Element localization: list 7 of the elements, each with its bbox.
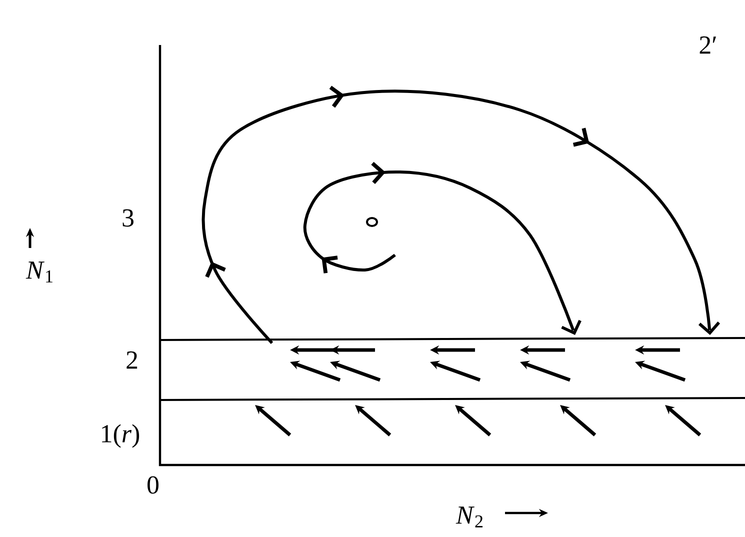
tick-label: 2 — [126, 351, 138, 369]
tick-label: 0 — [148, 476, 158, 494]
panel-label: 2′ — [700, 36, 716, 54]
tick-label: 1(r) — [102, 424, 140, 448]
axis-label: N$_{1}$ — [26, 262, 52, 282]
tick-label: 3 — [122, 209, 134, 227]
axis-label: N$_{2}$ — [456, 506, 483, 528]
